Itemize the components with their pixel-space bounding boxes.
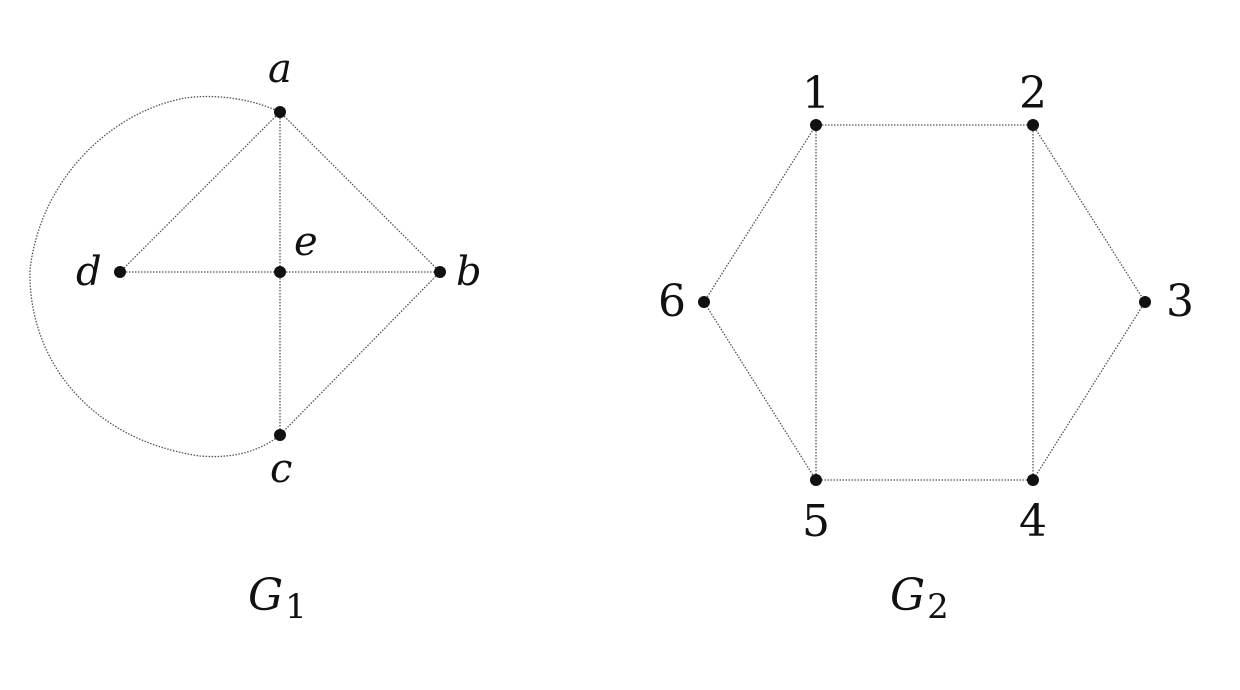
vertex-1: [810, 119, 822, 131]
vertex-5: [810, 474, 822, 486]
graph-title-g1-subscript: 1: [285, 587, 307, 627]
vertex-d: [114, 266, 126, 278]
edge-5-6: [703, 301, 817, 481]
vertex-3: [1139, 296, 1151, 308]
edge-a-d: [119, 111, 281, 273]
graph-g1: a b c d e G1: [29, 46, 482, 627]
graph-title-g2-name: G: [890, 570, 925, 621]
graph-title-g1-name: G: [248, 570, 283, 621]
vertex-label-3: 3: [1166, 276, 1194, 327]
edge-2-3: [1032, 124, 1146, 303]
vertex-label-1: 1: [802, 68, 830, 119]
vertex-label-5: 5: [802, 496, 830, 547]
edge-3-4: [1032, 301, 1146, 481]
graph-title-g2: G2: [890, 570, 949, 627]
vertex-4: [1027, 474, 1039, 486]
vertex-label-d: d: [76, 249, 102, 295]
vertex-label-6: 6: [658, 276, 686, 327]
vertex-e: [274, 266, 286, 278]
vertex-2: [1027, 119, 1039, 131]
edge-a-c: [29, 95, 281, 458]
vertex-label-b: b: [456, 249, 482, 295]
vertex-b: [434, 266, 446, 278]
graph-g2: 1 2 3 4 5 6 G2: [658, 68, 1194, 627]
vertex-label-e: e: [294, 219, 318, 265]
vertex-label-4: 4: [1019, 496, 1047, 547]
edge-b-c: [279, 271, 441, 436]
edge-6-1: [703, 124, 817, 303]
vertex-a: [274, 106, 286, 118]
vertex-6: [698, 296, 710, 308]
vertex-c: [274, 429, 286, 441]
graph-title-g2-subscript: 2: [927, 587, 949, 627]
vertex-label-2: 2: [1019, 68, 1047, 119]
vertex-label-c: c: [270, 446, 292, 492]
vertex-label-a: a: [268, 46, 292, 92]
graph-title-g1: G1: [248, 570, 307, 627]
